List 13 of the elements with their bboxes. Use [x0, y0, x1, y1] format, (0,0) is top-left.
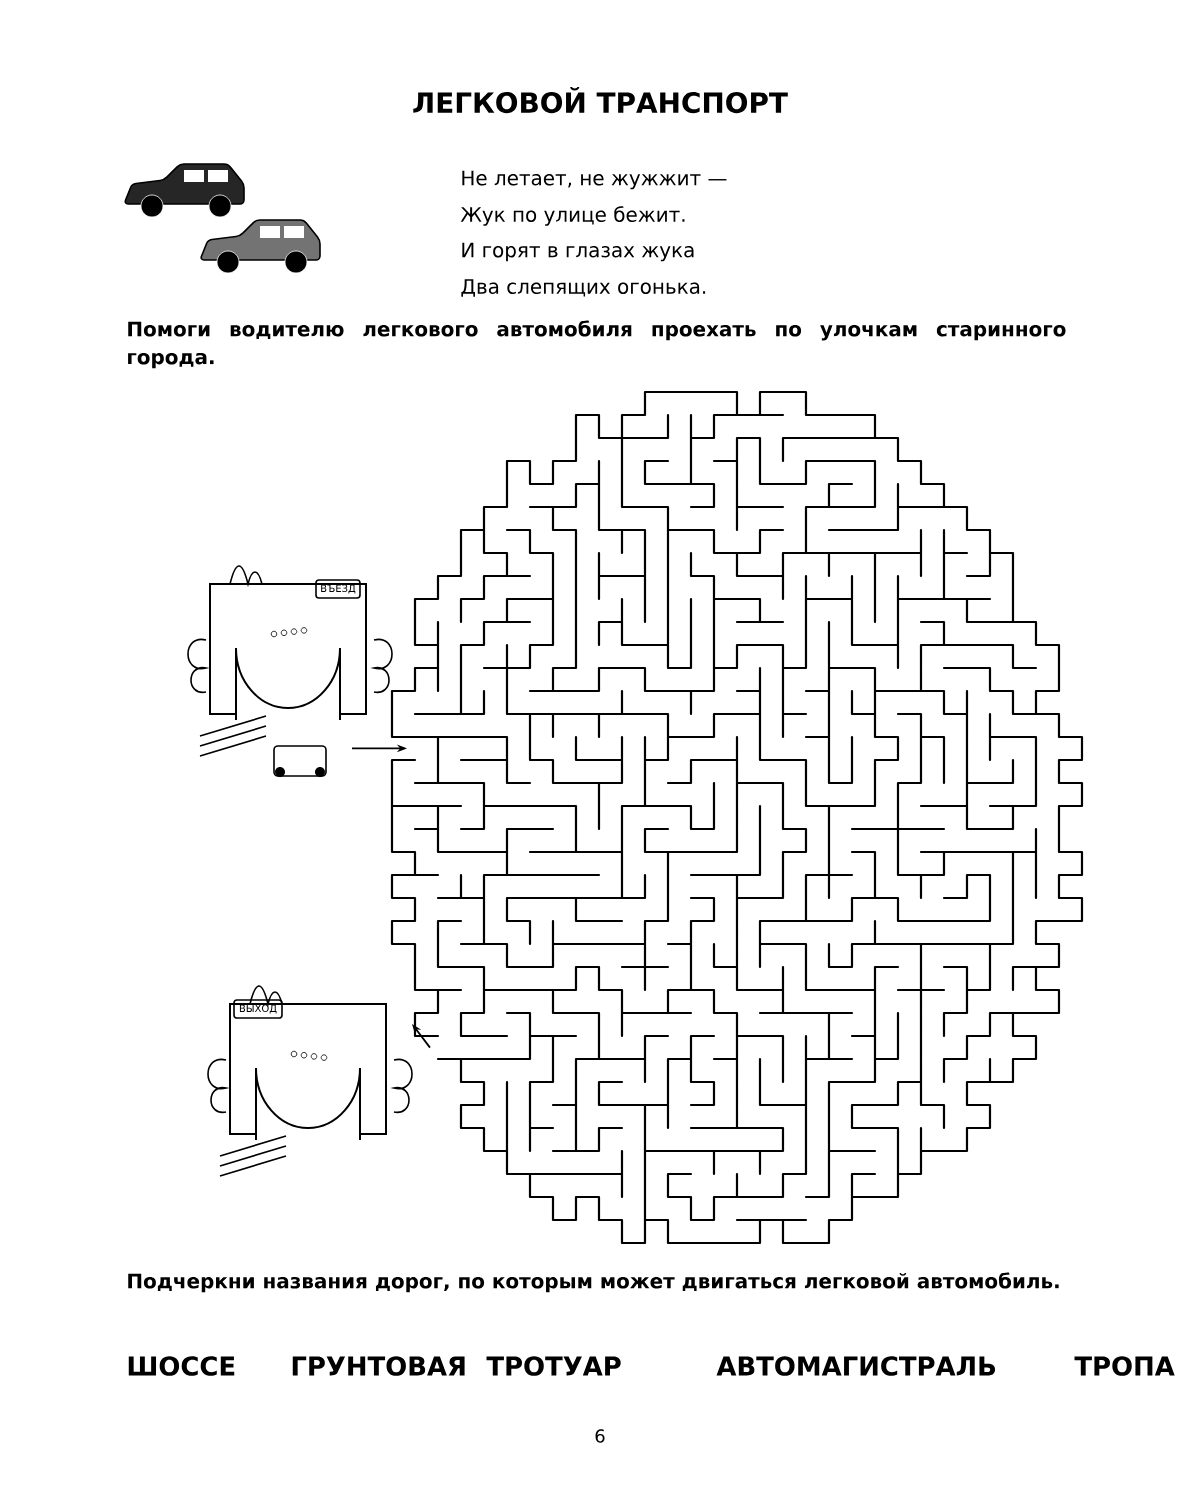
poem-line: И горят в глазах жука	[462, 242, 694, 262]
title: ЛЕГКОВОЙ ТРАНСПОРТ	[413, 86, 788, 114]
road-word: ТРОТУАР	[486, 1356, 621, 1376]
instruction-text: Помоги водителю легкового автомобиля проехать по улочкам старинного города.	[128, 320, 1066, 369]
poem-line: Жук по улице бежит.	[460, 206, 685, 226]
page-number: 6	[595, 1429, 605, 1443]
road-word: ШОССЕ	[128, 1356, 235, 1376]
road-word: АВТОМАГИСТРАЛЬ	[716, 1356, 996, 1376]
poem-line: Не летает, не жужжит —	[462, 170, 727, 190]
road-word: ГРУНТОВАЯ	[292, 1356, 465, 1376]
poem-line: Два слепящих огонька.	[461, 279, 706, 297]
road-word: ТРОПА	[1074, 1356, 1175, 1376]
instruction-text: Подчеркни названия дорог, по которым может двигаться легковой автомобиль.	[128, 1272, 1059, 1293]
